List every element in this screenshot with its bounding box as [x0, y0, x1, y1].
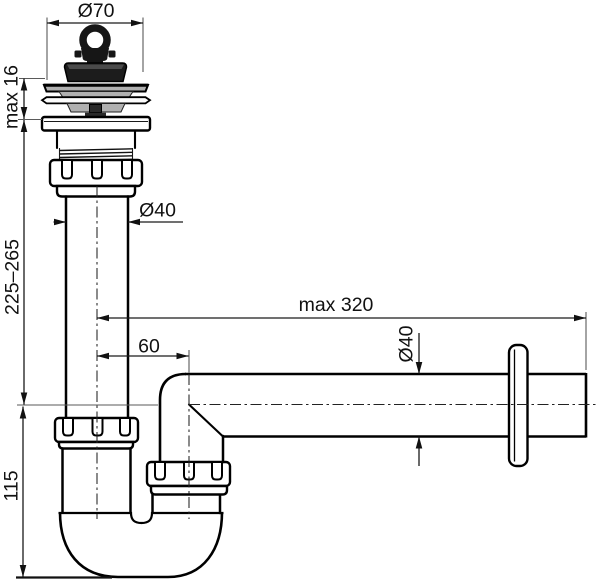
dim-label-inlet-pipe-diameter: Ø40	[139, 200, 176, 222]
part-trap-outlet-nut	[145, 460, 232, 515]
bowl-rim	[58, 511, 224, 525]
dim-label-horizontal-reach: max 320	[299, 294, 374, 316]
dimension-outlet-pipe-diameter: Ø40	[396, 325, 423, 466]
arrowhead-left	[47, 19, 59, 27]
strainer-bolt	[89, 104, 102, 113]
arrowhead-right	[176, 352, 189, 360]
nut-slot	[121, 161, 133, 180]
nut-slot	[119, 419, 131, 437]
arrowhead-down	[20, 107, 28, 119]
dimension-trap-depth: 115	[1, 406, 27, 577]
part-inlet-pipe	[64, 195, 130, 420]
dimension-plug-height: max 16	[1, 65, 28, 129]
arrowhead-down	[415, 362, 423, 374]
part-drain-plug	[63, 24, 128, 83]
arrowhead-up	[20, 78, 28, 91]
dimension-plug-diameter: Ø70	[47, 0, 143, 27]
dimension-horizontal-reach: max 320	[97, 294, 586, 322]
dim-label-plug-height: max 16	[1, 65, 23, 129]
nut-skirt	[149, 484, 229, 496]
sink-flange	[40, 115, 152, 132]
nut-slot	[91, 161, 103, 180]
part-elbow	[158, 372, 225, 464]
thread-line	[59, 155, 133, 159]
dim-label-trap-depth: 115	[1, 470, 23, 501]
nut-skirt	[55, 184, 137, 198]
arrowhead-down	[20, 392, 28, 405]
arrowhead-left	[97, 352, 109, 360]
bowl-outer	[58, 511, 224, 579]
dimension-inlet-length: 225–265	[2, 120, 28, 405]
thread-line	[59, 148, 133, 152]
dimension-elbow-offset: 60	[97, 336, 189, 360]
arrowhead-left	[97, 314, 109, 322]
rosette-disc	[507, 343, 529, 468]
part-strainer-stack	[40, 83, 152, 117]
nut-skirt	[57, 440, 135, 450]
arrowhead-right	[131, 19, 143, 27]
nut-slot	[61, 161, 73, 180]
arrowhead-up	[19, 406, 27, 419]
plug-clamp-ear-left	[74, 50, 82, 58]
elbow-taper-edge	[187, 403, 225, 438]
part-trap-bowl	[58, 511, 224, 579]
arrowhead-up	[20, 120, 28, 132]
dim-label-inlet-length: 225–265	[2, 239, 24, 315]
plug-stem	[87, 59, 103, 65]
part-union-nut-top	[48, 158, 144, 198]
nut-slot	[211, 463, 223, 481]
part-wall-rosette	[507, 343, 529, 468]
arrowhead-left	[128, 218, 140, 226]
plug-ring-clamp	[81, 48, 109, 61]
dimension-inlet-pipe-diameter: Ø40	[53, 200, 183, 226]
centerlines	[96, 186, 597, 519]
dim-label-elbow-offset: 60	[138, 336, 160, 358]
arrowhead-up	[415, 436, 423, 449]
arrowhead-right	[54, 218, 66, 226]
arrowhead-down	[19, 565, 27, 577]
dim-label-plug-diameter: Ø70	[78, 0, 115, 22]
plug-clamp-ear-right	[108, 50, 116, 58]
elbow-left-wall	[158, 372, 187, 462]
strainer-washer-plate	[40, 96, 152, 105]
thread-line	[59, 151, 133, 155]
nut-slot	[62, 419, 74, 437]
part-flange-tailpiece	[40, 115, 152, 162]
nut-slot	[154, 463, 166, 481]
arrowhead-right	[574, 314, 586, 322]
dim-label-outlet-pipe-diameter: Ø40	[396, 325, 418, 362]
plug-stopper-top-face	[67, 64, 124, 69]
extension-lines	[16, 17, 587, 579]
